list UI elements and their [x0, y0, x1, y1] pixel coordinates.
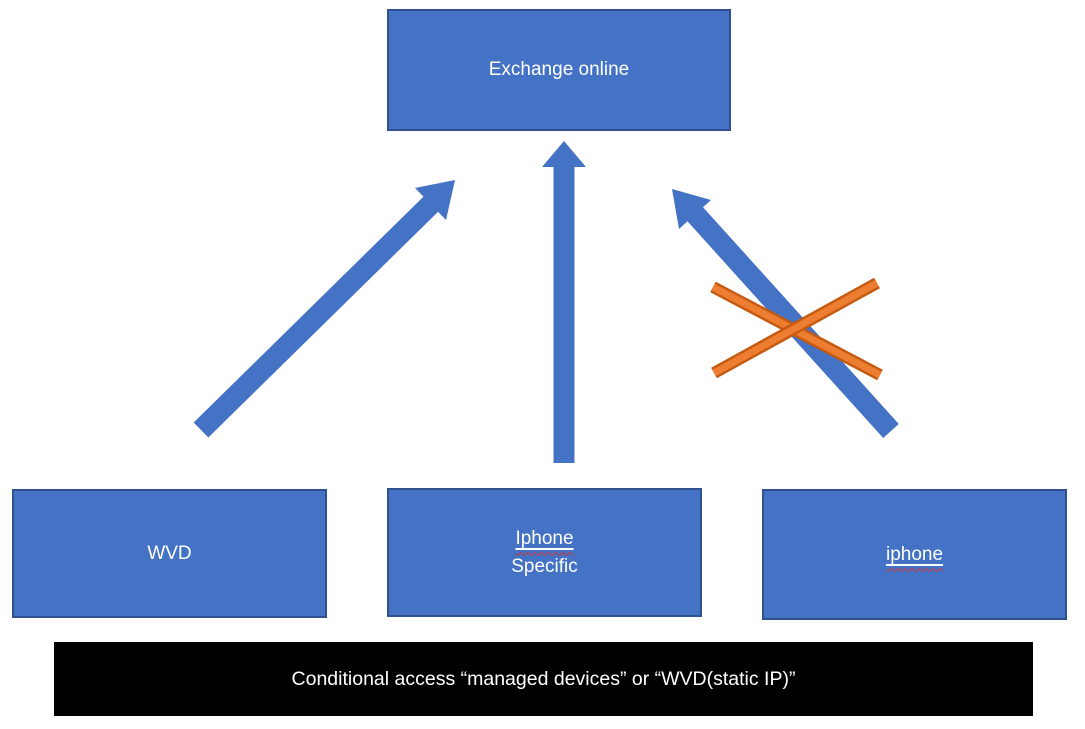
iphone-box: iphone [762, 489, 1067, 620]
cross-out-x-icon [710, 277, 883, 381]
arrowhead [542, 141, 586, 167]
exchange-online-box: Exchange online [387, 9, 731, 131]
exchange-online-label: Exchange online [488, 59, 630, 80]
iphone-specific-line1: Iphone [515, 527, 574, 549]
arrow-shaft [193, 196, 439, 438]
iphone-label: iphone [885, 543, 944, 565]
spellcheck-squiggle: Iphone [515, 528, 573, 549]
arrowhead [415, 180, 455, 220]
cross-stroke [712, 279, 879, 377]
arrow-iphone-to-exchange [672, 189, 899, 439]
wvd-box: WVD [12, 489, 327, 618]
arrowhead [672, 189, 711, 229]
arrow-iphone-specific-to-exchange [542, 141, 586, 463]
banner-text: Conditional access “managed devices” or … [291, 667, 796, 690]
iphone-specific-box: Iphone Specific [387, 488, 702, 617]
spellcheck-squiggle: iphone [886, 541, 943, 569]
wvd-label: WVD [147, 542, 192, 564]
iphone-specific-line2: Specific [511, 555, 578, 577]
arrow-wvd-to-exchange [193, 180, 455, 438]
conditional-access-banner: Conditional access “managed devices” or … [54, 642, 1033, 716]
iphone-specific-label: Iphone Specific [511, 525, 578, 581]
